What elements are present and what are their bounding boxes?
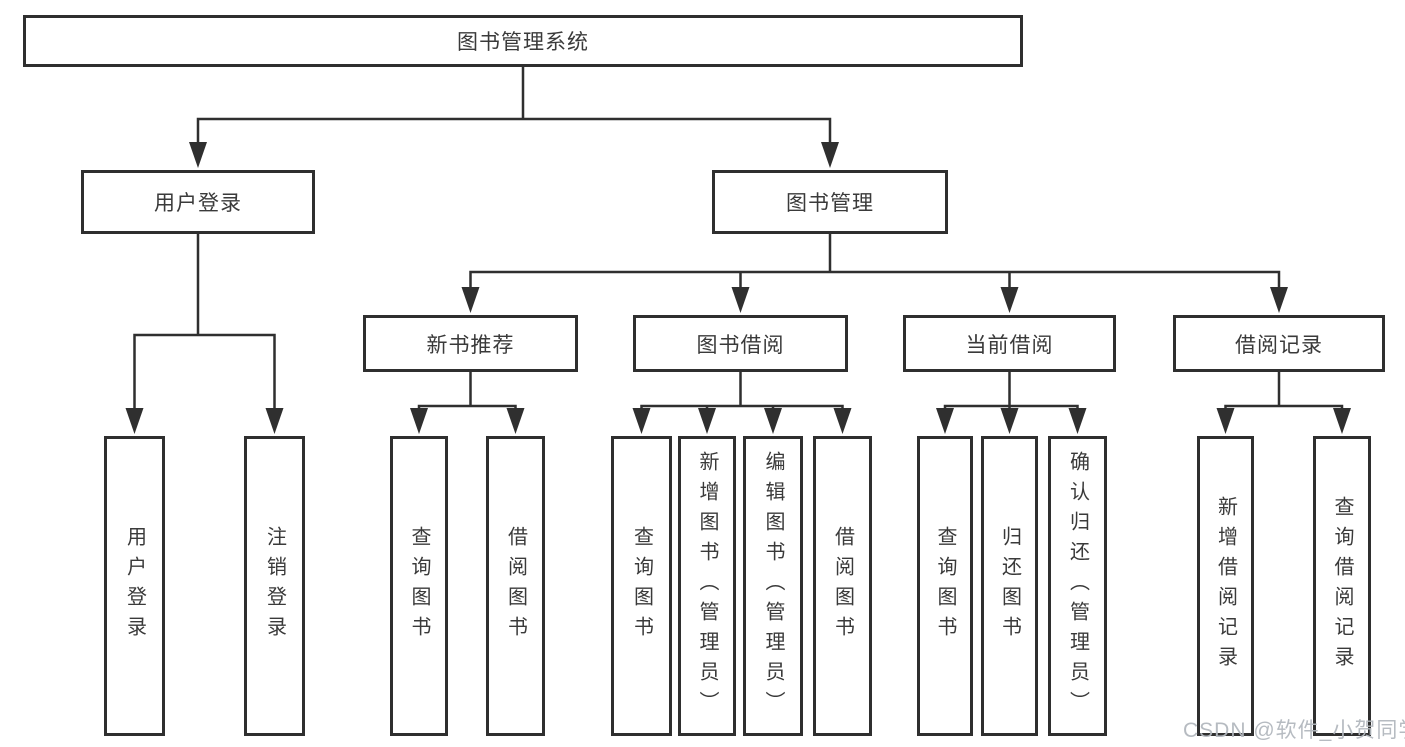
arrowhead-icon (125, 408, 144, 434)
leaf-borrowing-borrow-books: 借阅图书 (813, 436, 872, 736)
leaf-user-login: 用户登录 (104, 436, 165, 736)
leaf-borrowing-add-books-admin: 新增图书（管理员） (678, 436, 736, 736)
arrowhead-icon (1216, 408, 1235, 434)
connector-book-borrowing-to-leaves (640, 370, 844, 412)
connector-borrowing-records-to-leaves (1224, 370, 1344, 412)
arrowhead-icon (1068, 408, 1087, 434)
arrowhead-icon (764, 408, 782, 434)
leaf-records-query-record-label: 查询借阅记录 (1331, 496, 1353, 676)
leaf-recommend-query-books: 查询图书 (390, 436, 448, 736)
leaf-records-add-record-label: 新增借阅记录 (1214, 496, 1237, 676)
leaf-current-query-books: 查询图书 (917, 436, 973, 736)
connector-current-borrowing-to-leaves (943, 370, 1079, 412)
node-borrowing-records-label: 借阅记录 (1235, 333, 1323, 357)
arrowhead-icon (1000, 287, 1019, 313)
node-new-book-recommend: 新书推荐 (363, 315, 578, 372)
arrowhead-icon (265, 408, 284, 434)
leaf-recommend-query-books-label: 查询图书 (408, 526, 430, 646)
arrowhead-icon (1270, 287, 1288, 313)
leaf-borrowing-add-books-admin-label: 新增图书（管理员） (696, 451, 718, 721)
arrowhead-icon (189, 142, 207, 168)
arrowhead-icon (410, 408, 428, 434)
leaf-borrowing-borrow-books-label: 借阅图书 (831, 526, 854, 646)
arrowhead-icon (506, 408, 525, 434)
csdn-watermark: CSDN @软件_小贺同学 (1183, 719, 1405, 742)
arrowhead-icon (632, 408, 651, 434)
arrowhead-icon (698, 408, 716, 434)
node-current-borrowing: 当前借阅 (903, 315, 1116, 372)
leaf-recommend-borrow-books: 借阅图书 (486, 436, 545, 736)
arrowhead-icon (1000, 408, 1019, 434)
leaf-records-add-record: 新增借阅记录 (1197, 436, 1254, 736)
arrowhead-icon (936, 408, 954, 434)
leaf-borrowing-edit-books-admin: 编辑图书（管理员） (743, 436, 803, 736)
connector-root-to-level2 (196, 65, 832, 148)
connector-book-management-to-level3 (469, 232, 1281, 291)
leaf-borrowing-query-books: 查询图书 (611, 436, 672, 736)
arrowhead-icon (833, 408, 852, 434)
connector-new-book-recommend-to-leaves (417, 370, 517, 412)
node-root-label: 图书管理系统 (457, 31, 589, 54)
connector-user-login-to-leaves (133, 232, 276, 412)
node-user-login-label: 用户登录 (154, 192, 242, 215)
leaf-current-confirm-return-admin: 确认归还（管理员） (1048, 436, 1107, 736)
node-user-login: 用户登录 (81, 170, 315, 234)
arrowhead-icon (461, 287, 480, 313)
leaf-logout: 注销登录 (244, 436, 305, 736)
leaf-user-login-label: 用户登录 (123, 526, 146, 646)
node-new-book-recommend-label: 新书推荐 (426, 333, 515, 357)
node-borrowing-records: 借阅记录 (1173, 315, 1385, 372)
node-book-management-label: 图书管理 (786, 192, 874, 215)
node-current-borrowing-label: 当前借阅 (965, 333, 1054, 357)
leaf-borrowing-edit-books-admin-label: 编辑图书（管理员） (762, 451, 784, 721)
arrowhead-icon (731, 287, 750, 313)
leaf-current-return-books-label: 归还图书 (998, 526, 1021, 646)
leaf-current-query-books-label: 查询图书 (934, 526, 956, 646)
arrowhead-icon (821, 142, 839, 168)
node-book-management: 图书管理 (712, 170, 948, 234)
leaf-records-query-record: 查询借阅记录 (1313, 436, 1371, 736)
arrowhead-icon (1333, 408, 1351, 434)
leaf-current-return-books: 归还图书 (981, 436, 1038, 736)
leaf-current-confirm-return-admin-label: 确认归还（管理员） (1066, 451, 1089, 721)
leaf-borrowing-query-books-label: 查询图书 (630, 526, 653, 646)
node-book-borrowing-label: 图书借阅 (696, 333, 785, 357)
leaf-logout-label: 注销登录 (263, 526, 286, 646)
leaf-recommend-borrow-books-label: 借阅图书 (504, 526, 527, 646)
node-book-borrowing: 图书借阅 (633, 315, 848, 372)
node-root: 图书管理系统 (23, 15, 1023, 67)
